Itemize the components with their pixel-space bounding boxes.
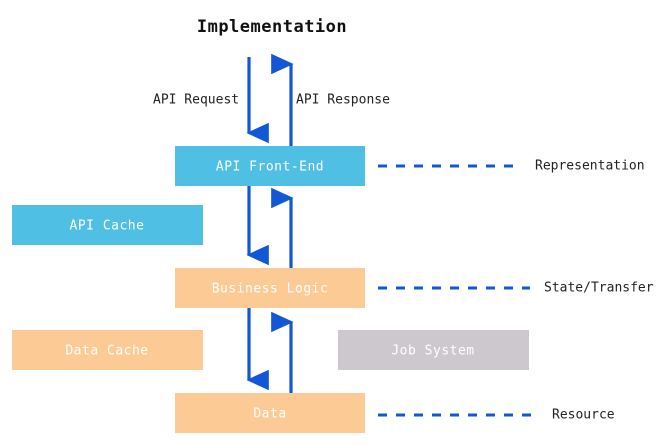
flow-arrows bbox=[246, 53, 294, 393]
side-label-resource: Resource bbox=[552, 408, 615, 423]
page-title: Implementation bbox=[197, 17, 347, 37]
box-label-api-front-end: API Front-End bbox=[216, 160, 324, 175]
box-label-data: Data bbox=[253, 407, 286, 422]
box-job-system[interactable]: Job System bbox=[338, 330, 529, 370]
flow-label-api-request: API Request bbox=[153, 93, 239, 108]
box-api-front-end[interactable]: API Front-End bbox=[175, 146, 365, 186]
box-shape-job-system bbox=[338, 330, 529, 370]
box-api-cache[interactable]: API Cache bbox=[12, 205, 203, 245]
side-label-representation: Representation bbox=[535, 159, 645, 174]
box-label-data-cache: Data Cache bbox=[65, 344, 148, 359]
box-shape-api-cache bbox=[12, 205, 203, 245]
box-label-business-logic: Business Logic bbox=[212, 282, 329, 297]
box-shape-business-logic bbox=[175, 268, 365, 308]
box-shape-data bbox=[175, 393, 365, 433]
box-data[interactable]: Data bbox=[175, 393, 365, 433]
dashed-connectors bbox=[378, 164, 538, 417]
box-business-logic[interactable]: Business Logic bbox=[175, 268, 365, 308]
flow-label-api-response: API Response bbox=[296, 93, 390, 108]
box-label-job-system: Job System bbox=[391, 344, 474, 359]
box-data-cache[interactable]: Data Cache bbox=[12, 330, 203, 370]
box-shape-data-cache bbox=[12, 330, 203, 370]
side-label-state-transfer: State/Transfer bbox=[544, 281, 654, 296]
box-shape-api-front-end bbox=[175, 146, 365, 186]
box-label-api-cache: API Cache bbox=[70, 219, 145, 234]
